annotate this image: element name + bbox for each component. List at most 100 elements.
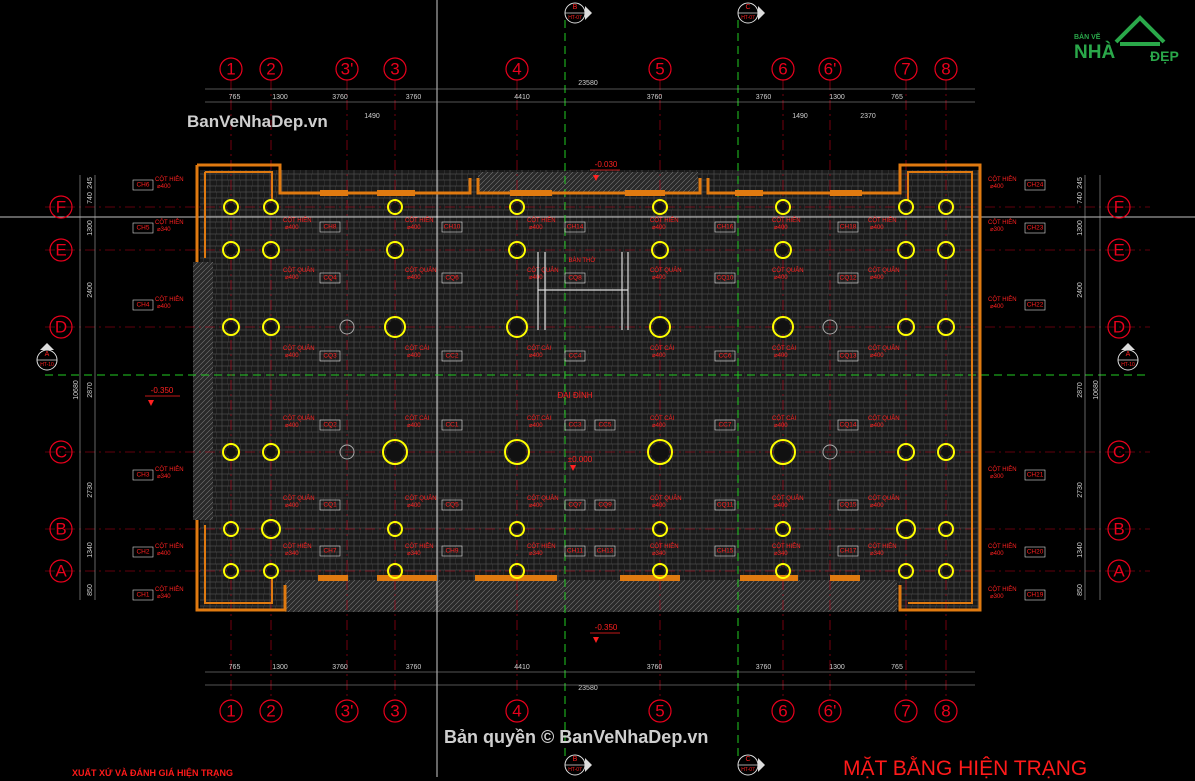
svg-text:A: A xyxy=(1126,351,1131,358)
svg-text:A: A xyxy=(45,351,50,358)
column-ghost xyxy=(339,444,355,460)
dim-label: 1300 xyxy=(272,94,288,101)
svg-text:CỘT HIÊN: CỘT HIÊN xyxy=(155,175,184,183)
column-tag: CH9 xyxy=(441,545,463,557)
svg-text:CH22: CH22 xyxy=(1027,302,1044,309)
svg-text:CỘT QUÂN: CỘT QUÂN xyxy=(868,495,900,502)
column-ghost xyxy=(339,319,355,335)
note-row-c: CỘT CÁI⌀400 xyxy=(650,415,675,429)
column-tag: CH7 xyxy=(319,545,341,557)
section-marker-c-top: CHT-07 xyxy=(737,2,765,24)
note-row-a: CỘT HIÊN⌀340 xyxy=(405,542,434,557)
svg-text:5: 5 xyxy=(655,702,664,721)
svg-text:⌀400: ⌀400 xyxy=(285,275,299,281)
note-row-b: CỘT QUÂN⌀400 xyxy=(405,495,437,509)
grid-bubble-col-8-top: 7 xyxy=(894,57,918,81)
svg-text:CỘT QUÂN: CỘT QUÂN xyxy=(405,267,437,274)
svg-text:CỘT HIÊN: CỘT HIÊN xyxy=(650,542,679,550)
main-hall-label: ĐẠI ĐÌNH xyxy=(557,391,592,400)
svg-text:±0.000: ±0.000 xyxy=(568,455,593,464)
note-row-f: CỘT HIÊN⌀400 xyxy=(527,216,556,231)
column-tag: CC2 xyxy=(441,350,463,362)
grid-bubble-col-7-bottom: 6' xyxy=(818,699,842,723)
svg-text:E: E xyxy=(1113,241,1124,260)
svg-text:⌀400: ⌀400 xyxy=(774,503,788,509)
svg-text:⌀400: ⌀400 xyxy=(870,225,884,231)
svg-text:4: 4 xyxy=(512,60,521,79)
svg-text:3': 3' xyxy=(341,60,354,79)
dim-label: 765 xyxy=(891,94,903,101)
dim-sub-label: 2370 xyxy=(860,113,876,120)
column xyxy=(508,241,526,259)
dim-label: 3760 xyxy=(406,94,422,101)
svg-text:6: 6 xyxy=(778,60,787,79)
grid-bubble-row-B-right: B xyxy=(1107,517,1131,541)
grid-bubble-row-C-left: C xyxy=(49,440,73,464)
svg-text:CH8: CH8 xyxy=(323,224,336,231)
svg-text:⌀400: ⌀400 xyxy=(870,353,884,359)
svg-text:CỘT CÁI: CỘT CÁI xyxy=(772,345,797,352)
svg-text:CH2: CH2 xyxy=(136,549,149,556)
floor-pattern xyxy=(200,170,980,610)
altar-label: BÀN THỜ xyxy=(568,257,595,264)
svg-text:⌀400: ⌀400 xyxy=(652,503,666,509)
logo-line1: BẢN VẼ xyxy=(1074,34,1101,41)
column-tag: CQ14 xyxy=(837,419,859,431)
note-row-f: CỘT HIÊN⌀400 xyxy=(405,216,434,231)
column-tag-right: CH23 xyxy=(1024,222,1046,234)
dim-side-label: 2870 xyxy=(1077,382,1084,398)
svg-text:HT-07: HT-07 xyxy=(741,767,755,773)
svg-text:CỘT HIÊN: CỘT HIÊN xyxy=(988,542,1017,550)
svg-text:⌀400: ⌀400 xyxy=(529,423,543,429)
svg-text:CỘT HIÊN: CỘT HIÊN xyxy=(283,542,312,550)
svg-text:2: 2 xyxy=(266,60,275,79)
column-hien xyxy=(938,563,954,579)
svg-text:D: D xyxy=(55,318,67,337)
column-tag: CH18 xyxy=(837,221,859,233)
overall-dim-top: 23580 xyxy=(578,80,598,87)
column-tag-left: CH6 xyxy=(132,179,154,191)
altar-outline xyxy=(537,252,629,330)
column-ghost xyxy=(822,319,838,335)
side-total-right: 10680 xyxy=(1093,380,1100,400)
logo-line2: NHÀ xyxy=(1074,42,1116,63)
svg-text:CC7: CC7 xyxy=(718,422,731,429)
column-tag: CH10 xyxy=(441,221,463,233)
wall-segment xyxy=(620,575,680,581)
svg-text:CỘT QUÂN: CỘT QUÂN xyxy=(527,267,559,274)
top-steps xyxy=(478,172,698,194)
svg-text:CỘT HIÊN: CỘT HIÊN xyxy=(988,175,1017,183)
column xyxy=(262,318,280,336)
svg-text:CỘT QUÂN: CỘT QUÂN xyxy=(868,415,900,422)
svg-text:D: D xyxy=(1113,318,1125,337)
svg-text:CỘT CÁI: CỘT CÁI xyxy=(772,415,797,422)
svg-text:F: F xyxy=(1114,198,1124,217)
column-hien xyxy=(775,199,791,215)
note-row-d: CỘT CÁI⌀400 xyxy=(405,345,430,359)
note-row-a: CỘT HIÊN⌀340 xyxy=(868,542,897,557)
column xyxy=(647,439,673,465)
column-tag: CC5 xyxy=(594,419,616,431)
grid-bubble-col-8-bottom: 7 xyxy=(894,699,918,723)
grid-bubble-row-E-left: E xyxy=(49,238,73,262)
logo-line3: ĐẸP xyxy=(1150,48,1179,64)
column-tag: CQ13 xyxy=(837,350,859,362)
svg-text:CỘT CÁI: CỘT CÁI xyxy=(405,345,430,352)
column-tag-left: CH1 xyxy=(132,589,154,601)
note-row-d: CỘT CÁI⌀400 xyxy=(772,345,797,359)
svg-text:CỘT HIÊN: CỘT HIÊN xyxy=(527,216,556,224)
note-row-c: CỘT QUÂN⌀400 xyxy=(283,415,315,429)
wall-segment xyxy=(740,575,798,581)
section-marker-a-left: AHT-10 xyxy=(36,343,58,371)
section-marker-b-bottom: BHT-07 xyxy=(564,754,592,776)
svg-text:B: B xyxy=(573,756,578,763)
column-hien xyxy=(652,563,668,579)
svg-text:CH11: CH11 xyxy=(567,548,584,555)
grid-bubble-row-A-left: A xyxy=(49,559,73,583)
column-tag: CC1 xyxy=(441,419,463,431)
svg-text:⌀400: ⌀400 xyxy=(990,551,1004,557)
column-ghost xyxy=(822,444,838,460)
svg-text:CỘT QUÂN: CỘT QUÂN xyxy=(650,267,682,274)
column-tag: CQ2 xyxy=(319,419,341,431)
note-right: CỘT HIÊN⌀300 xyxy=(988,218,1017,233)
